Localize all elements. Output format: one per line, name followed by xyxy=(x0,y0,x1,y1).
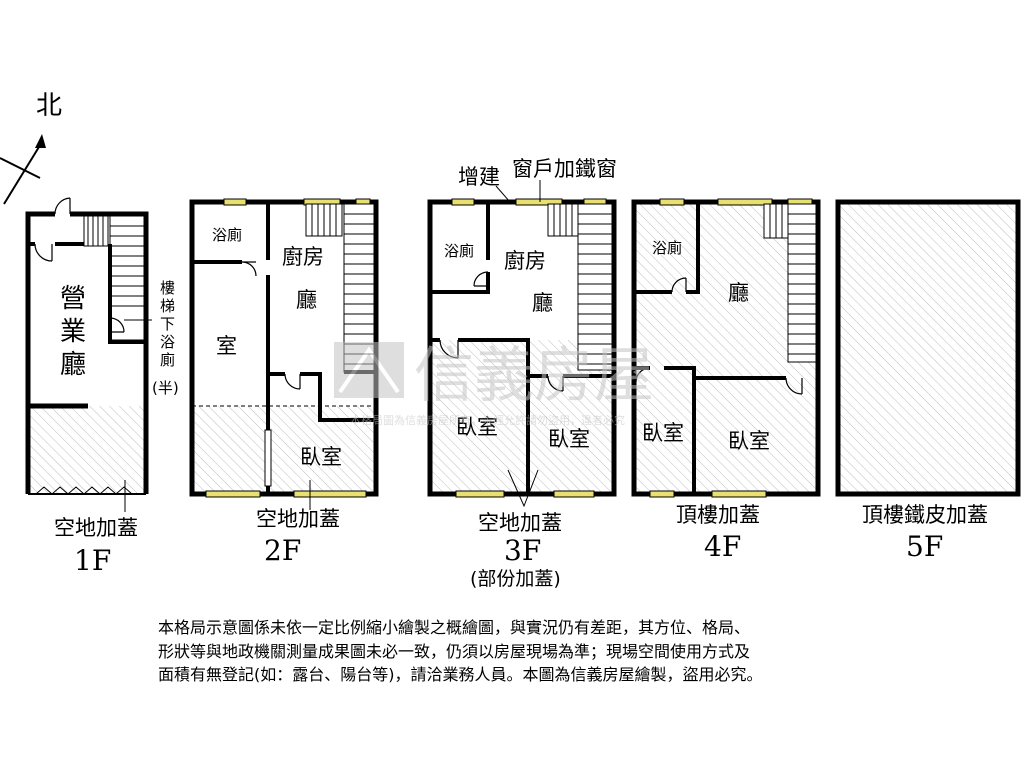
room-3f-bath: 浴廁 xyxy=(444,242,474,260)
floor-2f xyxy=(189,198,379,510)
room-2f-hall: 廳 xyxy=(296,288,317,312)
room-2f-room: 室 xyxy=(216,334,237,358)
floor-label-2f: 2F xyxy=(264,534,301,567)
north-arrow-icon xyxy=(0,134,46,205)
room-4f-bedroom-left: 臥室 xyxy=(642,421,684,445)
subcaption-3f: (部份加蓋) xyxy=(470,568,561,590)
stair-note-2: 梯 xyxy=(160,297,175,315)
floor-label-5f: 5F xyxy=(906,530,943,563)
stair-note-1: 樓 xyxy=(160,279,175,297)
stairs-1f xyxy=(83,215,145,341)
floor-3f xyxy=(427,180,617,508)
caption-5f: 頂樓鐵皮加蓋 xyxy=(862,503,988,527)
watermark-small: 本格局圖為信義房屋所有，未經允許請勿盜用，違者必究 xyxy=(350,413,625,427)
compass-label: 北 xyxy=(36,91,62,121)
room-3f-hall: 廳 xyxy=(532,291,553,315)
stair-note-6: (半) xyxy=(152,379,179,397)
room-3f-bedroom-left: 臥室 xyxy=(456,415,498,439)
room-3f-kitchen: 廚房 xyxy=(504,249,546,273)
room-4f-bedroom-right: 臥室 xyxy=(728,429,770,453)
caption-3f: 空地加蓋 xyxy=(478,511,562,535)
floor-4f xyxy=(631,198,821,498)
stair-note-5: 廁 xyxy=(160,351,175,369)
room-2f-bath: 浴廁 xyxy=(212,226,242,244)
floor-5f xyxy=(835,199,1021,497)
disclaimer: 本格局示意圖係未依一定比例縮小繪製之概繪圖，與實況仍有差距，其方位、格局、 形狀… xyxy=(158,616,878,687)
annot-3f-addition: 增建 xyxy=(458,165,500,189)
stairs-4f xyxy=(763,203,817,363)
caption-4f: 頂樓加蓋 xyxy=(676,503,760,527)
caption-1f: 空地加蓋 xyxy=(54,516,138,540)
floor-label-4f: 4F xyxy=(704,530,741,563)
watermark-brand: 信義房屋 xyxy=(414,341,654,411)
stair-note-3: 下 xyxy=(160,315,175,333)
annot-3f-window: 窗戶加鐵窗 xyxy=(512,157,617,181)
floor-label-3f: 3F xyxy=(504,534,541,567)
room-1f-business-hall-2: 業 xyxy=(60,317,86,347)
watermark: 信義房屋 本格局圖為信義房屋所有，未經允許請勿盜用，違者必究 xyxy=(334,341,654,427)
disclaimer-line-2: 形狀等與地政機關測量成果圖未必一致，仍須以房屋現場為準；現場空間使用方式及 xyxy=(158,641,751,661)
room-4f-bath: 浴廁 xyxy=(652,239,682,257)
room-3f-bedroom-right: 臥室 xyxy=(548,427,590,451)
disclaimer-line-1: 本格局示意圖係未依一定比例縮小繪製之概繪圖，與實況仍有差距，其方位、格局、 xyxy=(158,618,751,637)
room-1f-business-hall-3: 廳 xyxy=(60,350,86,380)
room-2f-bedroom: 臥室 xyxy=(300,445,342,469)
stair-note-4: 浴 xyxy=(160,333,175,351)
room-4f-hall: 廳 xyxy=(728,281,749,305)
floor-1f xyxy=(25,197,152,512)
room-2f-kitchen: 廚房 xyxy=(282,245,324,269)
brand-logo-icon xyxy=(338,346,400,394)
caption-2f: 空地加蓋 xyxy=(256,507,340,531)
disclaimer-line-3: 面積有無登記(如：露台、陽台等)，請洽業務人員。本圖為信義房屋繪製，盜用必究。 xyxy=(158,665,763,684)
stairs-3f xyxy=(547,203,613,371)
room-1f-business-hall-1: 營 xyxy=(60,284,86,314)
floor-label-1f: 1F xyxy=(74,544,111,577)
